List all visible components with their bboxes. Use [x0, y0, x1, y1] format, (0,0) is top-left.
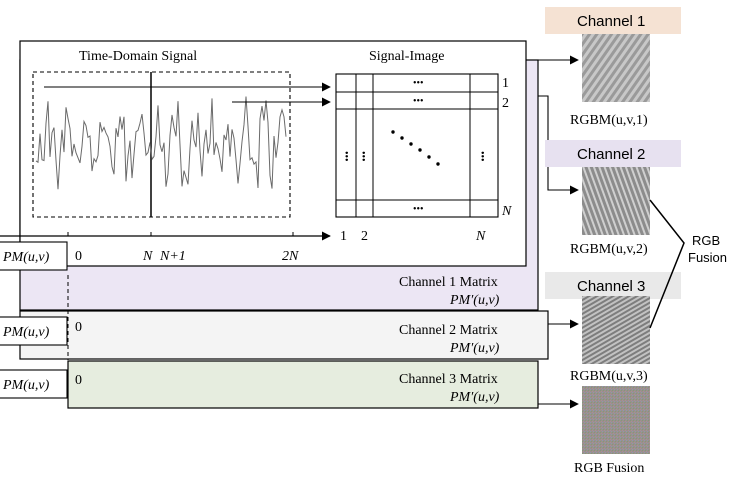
row-label-1: 1 — [502, 76, 509, 91]
matrix-row-ellipsis: ••• — [413, 78, 424, 89]
axis-tick-label-0: 0 — [75, 249, 82, 264]
rgb-fusion-caption: RGB Fusion — [574, 461, 644, 476]
axis-tick-label-n-plus-1: N+1 — [159, 249, 186, 264]
image-title: Signal-Image — [369, 49, 444, 64]
channel-1-header-label: Channel 1 — [577, 13, 645, 30]
signal-title: Time-Domain Signal — [79, 49, 197, 64]
rgb-fusion-image — [582, 386, 650, 454]
matrix-col-ellipsis: ••• — [340, 151, 351, 162]
pm-label-2: PM(u,v) — [2, 325, 50, 340]
row-label-2: 2 — [502, 96, 509, 111]
rgbm-caption-2: RGBM(u,v,2) — [570, 242, 648, 257]
channel-1-matrix-label: Channel 1 Matrix — [399, 275, 498, 290]
fusion-label-line-1: RGB — [692, 233, 720, 248]
matrix-row-ellipsis: ••• — [413, 96, 424, 107]
channel-1-header — [545, 7, 681, 34]
col-label-n: N — [475, 229, 486, 244]
fusion-connector — [649, 199, 685, 329]
layer-3-zero: 0 — [75, 373, 82, 388]
channel-3-matrix-layer — [67, 360, 539, 409]
channel-1-matrix-formula: PM′(u,v) — [449, 293, 500, 308]
layer-2-zero: 0 — [75, 320, 82, 335]
matrix-row-ellipsis: ••• — [413, 204, 424, 215]
pm-box-2 — [0, 316, 68, 346]
channel-3-header — [545, 272, 681, 299]
pm-label-1: PM(u,v) — [2, 250, 50, 265]
matrix-col-ellipsis: ••• — [476, 151, 487, 162]
col-label-2: 2 — [361, 229, 368, 244]
axis-tick-label-n: N — [142, 249, 153, 264]
pm-box-3 — [0, 369, 68, 399]
col-label-1: 1 — [340, 229, 347, 244]
rgbm-caption-1: RGBM(u,v,1) — [570, 113, 648, 128]
pm-label-3: PM(u,v) — [2, 378, 50, 393]
signal-image-matrix — [335, 73, 499, 218]
channel-3-matrix-label: Channel 3 Matrix — [399, 372, 498, 387]
rgbm-image-channel-1 — [582, 34, 650, 102]
channel-2-matrix-formula: PM′(u,v) — [449, 341, 500, 356]
channel-2-matrix-label: Channel 2 Matrix — [399, 323, 498, 338]
matrix-col-ellipsis: ••• — [357, 151, 368, 162]
matrix-diagonal-dots — [391, 130, 440, 166]
fusion-label-line-2: Fusion — [688, 250, 727, 265]
row-label-n: N — [501, 204, 512, 219]
channel-2-matrix-layer — [19, 310, 549, 360]
signal-plot-frame — [32, 71, 291, 218]
channel-2-header — [545, 140, 681, 167]
rgbm-caption-3: RGBM(u,v,3) — [570, 369, 648, 384]
channel-2-header-label: Channel 2 — [577, 146, 645, 163]
channel-3-header-label: Channel 3 — [577, 278, 645, 295]
axis-tick-label-2n: 2N — [282, 249, 299, 264]
signal-waveform — [35, 96, 287, 190]
rgbm-image-channel-3 — [582, 296, 650, 364]
channel-3-matrix-formula: PM′(u,v) — [449, 390, 500, 405]
pm-box-1 — [0, 241, 68, 271]
rgbm-image-channel-2 — [582, 167, 650, 235]
